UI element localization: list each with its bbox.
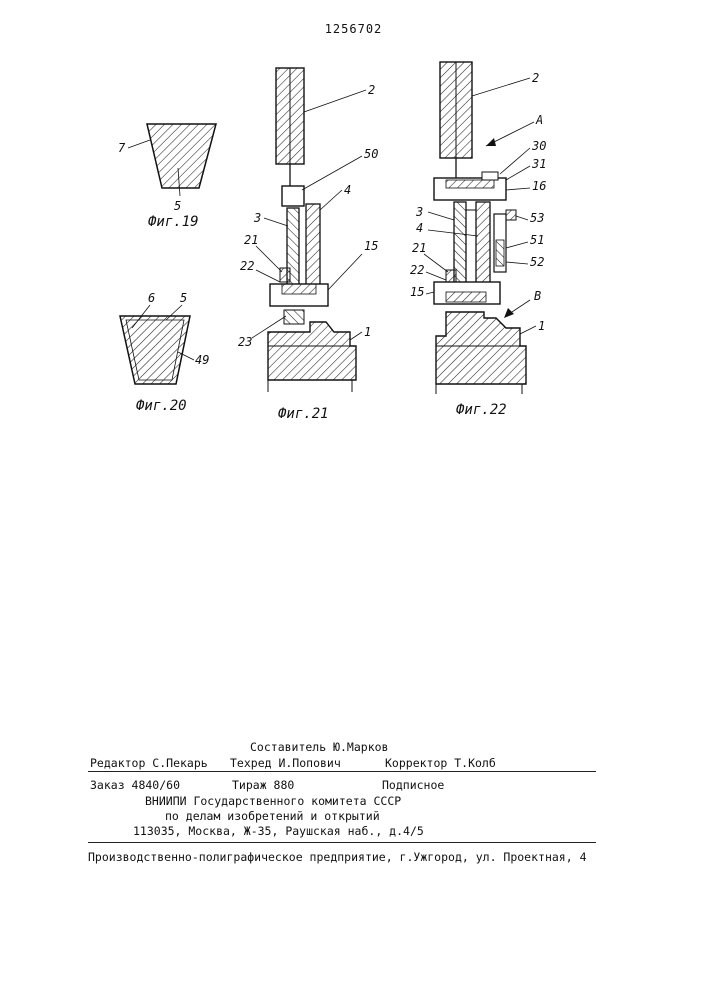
fig22-label-15: 15 <box>410 285 424 299</box>
fig22-label-4: 4 <box>416 221 423 235</box>
fig20-label-6: 6 <box>148 291 155 305</box>
footer-divider-2 <box>88 842 596 843</box>
fig21-label-2: 2 <box>368 83 375 97</box>
fig22-label-3: 3 <box>415 205 423 219</box>
fig22-label-2: 2 <box>532 71 539 85</box>
fig22-label-A: А <box>535 113 543 127</box>
fig22-label-51: 51 <box>530 233 544 247</box>
techred-line: Техред И.Попович <box>230 756 341 770</box>
fig21-label-3: 3 <box>253 211 261 225</box>
figure-22: 2 А 30 31 16 3 53 4 51 21 52 22 15 В 1 Ф… <box>410 62 546 418</box>
fig22-label-30: 30 <box>531 139 546 153</box>
fig22-label-53: 53 <box>530 211 544 225</box>
fig22-label-52: 52 <box>530 255 544 269</box>
fig21-label-23: 23 <box>238 335 252 349</box>
order-line: Заказ 4840/60 <box>90 778 180 792</box>
org-line-1: ВНИИПИ Государственного комитета СССР <box>145 794 401 808</box>
fig21-label-1: 1 <box>364 325 371 339</box>
fig21-caption: Фиг.21 <box>278 406 329 422</box>
fig22-label-31: 31 <box>531 157 546 171</box>
fig21-label-22: 22 <box>240 259 254 273</box>
fig19-caption: Фиг.19 <box>148 214 199 230</box>
editor-line: Редактор С.Пекарь <box>90 756 208 770</box>
patent-drawings: 7 5 Фиг.19 6 5 49 Фиг.20 <box>0 0 707 560</box>
fig21-label-4: 4 <box>344 183 351 197</box>
tirage-line: Тираж 880 <box>232 778 294 792</box>
fig22-label-B: В <box>534 289 541 303</box>
fig21-label-15: 15 <box>364 239 378 253</box>
address-line: 113035, Москва, Ж-35, Раушская наб., д.4… <box>133 824 424 838</box>
fig21-label-50: 50 <box>364 147 378 161</box>
figure-19: 7 5 Фиг.19 <box>118 124 216 230</box>
fig22-caption: Фиг.22 <box>456 402 507 418</box>
fig22-label-21: 21 <box>412 241 426 255</box>
fig19-label-5: 5 <box>174 199 181 213</box>
fig20-caption: Фиг.20 <box>136 398 187 414</box>
printer-line: Производственно-полиграфическое предприя… <box>88 850 587 864</box>
fig20-label-49: 49 <box>195 353 209 367</box>
fig22-label-22: 22 <box>410 263 424 277</box>
figure-20: 6 5 49 Фиг.20 <box>120 291 209 414</box>
compiler-line: Составитель Ю.Марков <box>250 740 388 754</box>
fig22-label-16: 16 <box>532 179 546 193</box>
fig21-label-21: 21 <box>244 233 258 247</box>
subscription-line: Подписное <box>382 778 444 792</box>
figure-21: 2 50 3 4 21 22 15 23 1 Фиг.21 <box>238 68 378 422</box>
fig19-label-7: 7 <box>118 141 126 155</box>
footer-divider-1 <box>88 771 596 772</box>
fig20-label-5: 5 <box>180 291 187 305</box>
corrector-line: Корректор Т.Колб <box>385 756 496 770</box>
fig22-label-1: 1 <box>538 319 545 333</box>
org-line-2: по делам изобретений и открытий <box>165 809 380 823</box>
